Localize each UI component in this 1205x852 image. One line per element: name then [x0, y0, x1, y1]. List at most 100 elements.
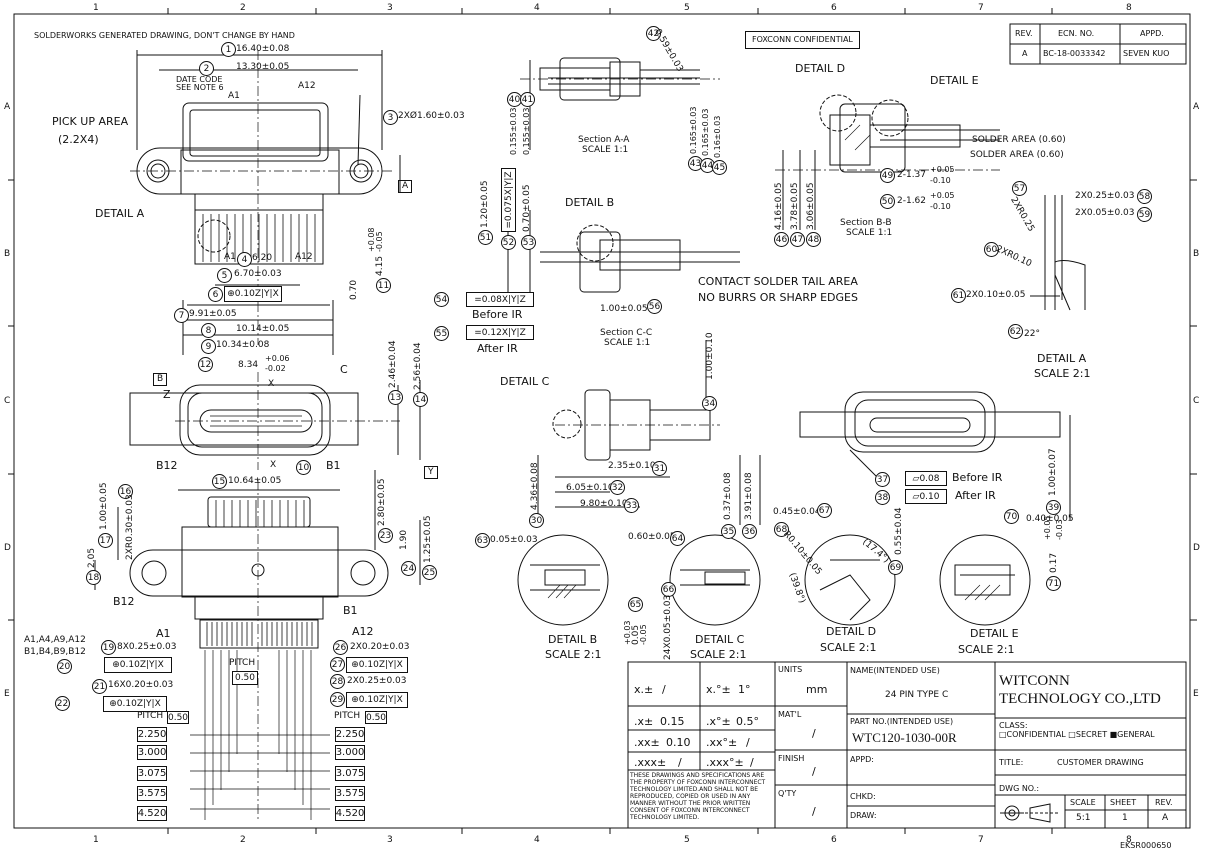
dim-0-70: 0.70	[349, 279, 359, 300]
balloon-18: 18	[86, 570, 101, 585]
dim-2x0-20: 2X0.20±0.03	[350, 642, 410, 652]
dim-3-78: 3.78±0.05	[790, 182, 800, 230]
part-label: PART NO.(INTENDED USE)	[850, 717, 954, 726]
detail-e-circle	[939, 534, 1031, 626]
balloon-32: 32	[610, 480, 625, 495]
pitch-value-right: 0.50	[365, 711, 387, 724]
balloon-54: 54	[434, 292, 449, 307]
class-options: □CONFIDENTIAL □SECRET ■GENERAL	[999, 730, 1155, 739]
dim-1-00: 1.00±0.05	[600, 304, 648, 314]
balloon-22: 22	[55, 696, 70, 711]
dim-8x0-25: 8X0.25±0.03	[117, 642, 177, 652]
col-label-8-bottom: 8	[1126, 835, 1132, 845]
qty-label: Q'TY	[778, 789, 797, 798]
pin-label-b12: B12	[156, 459, 178, 472]
chkd-label: CHKD:	[850, 792, 876, 801]
gdt-frame-27: ⊕ 0.10 Z|Y|X	[346, 657, 408, 673]
balloon-29: 29	[330, 692, 345, 707]
gdt-29-tol: 0.10	[358, 695, 379, 705]
name-value: 24 PIN TYPE C	[885, 690, 949, 700]
dim-8-34-minus: -0.02	[265, 364, 286, 373]
dim-1-00: 1.00±0.05	[99, 482, 109, 530]
detail-d-scale: SCALE 2:1	[820, 641, 877, 654]
section-mark-c: X	[268, 379, 275, 389]
section-bb-title: Section B-B	[840, 218, 892, 228]
dim-2-05: 2.05	[87, 547, 97, 568]
footer-code: EKSR000650	[1120, 841, 1172, 850]
rear-before-ir: Before IR	[952, 471, 1003, 484]
col-label-6: 6	[831, 3, 837, 13]
header-note: SOLDERWORKS GENERATED DRAWING, DON'T CHA…	[34, 31, 295, 40]
gdt-frame-22: ⊕ 0.10 Z|Y|X	[103, 696, 167, 712]
dim-40: 0.155±0.03	[509, 107, 518, 155]
col-label-5-bottom: 5	[684, 835, 690, 845]
pick-up-area-size: (2.2X4)	[58, 133, 99, 146]
rev-value: A	[1022, 49, 1028, 58]
balloon-20: 20	[57, 659, 72, 674]
pin-label-a12: C	[340, 363, 348, 376]
dim-1-00-side: 1.00±0.10	[705, 332, 715, 380]
balloon-57: 57	[1012, 181, 1027, 196]
dim-9-91: 9.91±0.05	[189, 309, 237, 319]
balloon-68: 68	[774, 522, 789, 537]
balloon-66: 66	[661, 582, 676, 597]
balloon-48: 48	[806, 232, 821, 247]
gdt-frame-55: = 0.12 X|Y|Z	[466, 325, 534, 340]
dim-10-64: 10.64±0.05	[228, 476, 282, 486]
col-label-1-bottom: 1	[93, 835, 99, 845]
section-cc-scale: SCALE 1:1	[604, 338, 651, 348]
title-label: TITLE:	[999, 758, 1024, 767]
balloon-1: 1	[221, 42, 236, 57]
row-label-a-right: A	[1193, 102, 1200, 112]
detail-c-callout: DETAIL C	[500, 375, 550, 388]
balloon-31: 31	[652, 461, 667, 476]
balloon-16: 16	[118, 484, 133, 499]
col-label-6-bottom: 6	[831, 835, 837, 845]
rev-label: REV.	[1155, 798, 1173, 807]
pitch-label-right: PITCH	[334, 711, 361, 721]
col-label-4-bottom: 4	[534, 835, 540, 845]
confidential-label: FOXCONN CONFIDENTIAL	[745, 31, 860, 49]
balloon-61: 61	[951, 288, 966, 303]
part-number: WTC120-1030-00R	[852, 730, 957, 745]
dim-2-1-37-minus: -0.10	[930, 176, 951, 185]
dim-4-16: 4.16±0.05	[774, 182, 784, 230]
dim-2x0-25-a: 2X0.25±0.03	[1075, 191, 1135, 201]
units-label: UNITS	[778, 665, 803, 674]
section-bb-outline	[775, 94, 1000, 230]
pitch-left-3: 3.075	[137, 766, 167, 781]
dim-4-15-minus: -0.05	[375, 231, 384, 252]
sheet-label: SHEET	[1110, 798, 1137, 807]
company-name-1: WITCONN	[999, 673, 1070, 689]
gdt-37-tol: 0.08	[919, 473, 940, 484]
dim-4-36: 4.36±0.08	[530, 462, 540, 510]
balloon-25: 25	[422, 565, 437, 580]
tol-dxxxdeg-value: /	[750, 756, 754, 769]
detail-a-title: DETAIL A	[1037, 352, 1087, 365]
pitch-left-4: 3.575	[137, 786, 167, 801]
balloon-64: 64	[670, 531, 685, 546]
dim-3-91: 3.91±0.08	[744, 472, 754, 520]
section-aa-outline	[520, 57, 720, 150]
detail-a-callout: DETAIL A	[95, 207, 145, 220]
solder-area-2: SOLDER AREA (0.60)	[970, 150, 1064, 160]
detail-b-title: DETAIL B	[548, 633, 598, 646]
balloon-62: 62	[1008, 324, 1023, 339]
detail-d-callout: DETAIL D	[795, 62, 846, 75]
bottom-view-outline	[94, 470, 421, 820]
gdt-38-tol: 0.10	[919, 491, 940, 502]
balloon-30: 30	[529, 513, 544, 528]
detail-e-scale: SCALE 2:1	[958, 643, 1015, 656]
balloon-35: 35	[721, 524, 736, 539]
balloon-39: 39	[1046, 500, 1061, 515]
qty-value: /	[812, 805, 816, 818]
front-view-outline	[129, 372, 421, 470]
pitch-right-1: 2.250	[335, 727, 365, 742]
pin-label-b1: B1	[326, 459, 341, 472]
balloon-10: 10	[296, 460, 311, 475]
finish-value: /	[812, 765, 816, 778]
rear-after-ir: After IR	[955, 489, 996, 502]
tol-xdeg-value: 1°	[738, 683, 751, 696]
